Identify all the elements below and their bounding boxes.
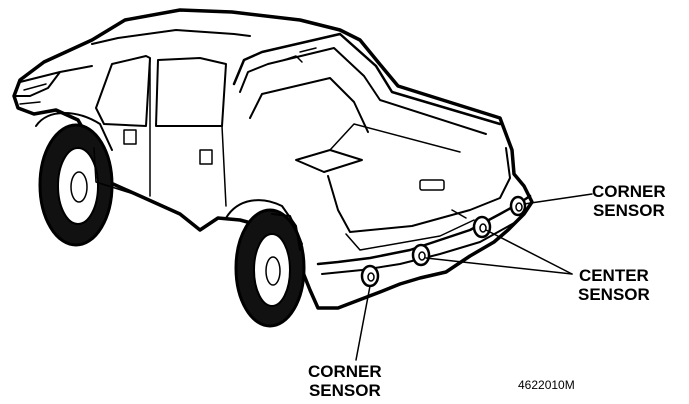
sensor-center-right	[472, 215, 492, 239]
rear-window	[155, 57, 227, 127]
leader-corner-bottom	[355, 285, 371, 361]
figure-code: 4622010M	[518, 378, 575, 392]
truck-bed	[232, 32, 502, 126]
leader-center-left	[425, 257, 573, 275]
tailgate-handle	[419, 179, 445, 191]
leader-center-right	[485, 229, 573, 275]
sensor-corner-right	[509, 195, 527, 217]
tailgate	[327, 147, 511, 233]
sensor-center-left	[411, 243, 431, 267]
label-corner-sensor-right: CORNER SENSOR	[592, 182, 666, 220]
truck-body-outline	[12, 8, 534, 310]
sensor-corner-left	[360, 264, 380, 288]
front-window	[95, 55, 151, 127]
label-corner-sensor-bottom: CORNER SENSOR	[308, 362, 382, 400]
label-center-sensor: CENTER SENSOR	[578, 266, 650, 304]
cab-roof	[91, 29, 251, 45]
leader-corner-right	[523, 193, 593, 205]
